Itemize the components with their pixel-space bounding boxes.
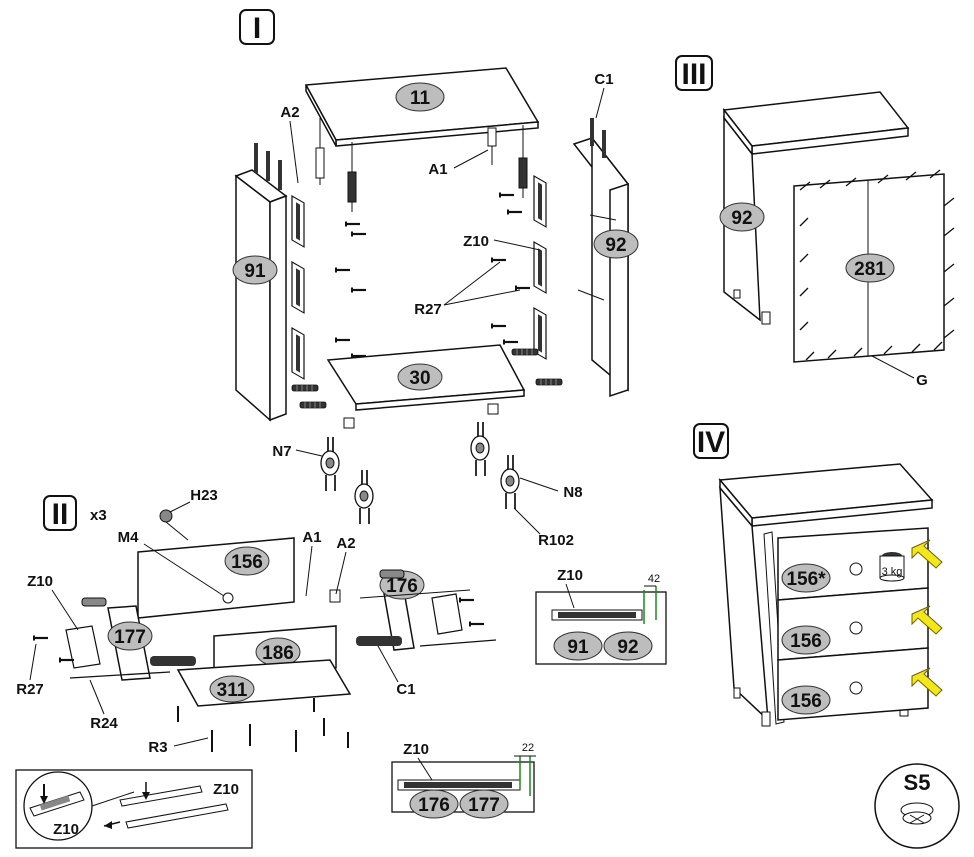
part-label-side-right-step-three: 92 [731, 208, 752, 229]
dimension-42: 42 [648, 573, 660, 585]
label-z10-detail-22: Z10 [403, 741, 429, 758]
bottom-panel: 30 [326, 344, 526, 429]
rail-detail-42: 42 Z10 91 92 [535, 567, 667, 665]
part-oval-92 [593, 229, 639, 259]
part-oval-91-detail [553, 631, 603, 661]
part-label-drawer-side-l-detail: 177 [468, 795, 500, 816]
part-label-drawer-bottom: 156 [790, 691, 822, 712]
step-four-box [693, 423, 729, 459]
part-oval-11 [395, 82, 445, 112]
castors-step-one [320, 421, 520, 525]
part-oval-156-star [781, 563, 831, 593]
part-label-back: 281 [854, 259, 886, 280]
label-r24: R24 [90, 715, 118, 732]
step-two: II x3 156 177 176 186 311 [16, 487, 497, 756]
step-three-label: III [681, 58, 706, 91]
part-label-side-left-detail: 91 [567, 637, 589, 658]
step-two-label: II [52, 498, 69, 531]
part-oval-177 [107, 621, 153, 651]
side-panel-left: 91 [232, 143, 368, 422]
nails-back-panel [799, 169, 955, 361]
step-two-count: x3 [90, 507, 107, 524]
step-four-label: IV [697, 426, 725, 459]
rail-detail-22: 22 Z10 176 177 [391, 741, 536, 819]
part-oval-91 [232, 255, 278, 285]
part-label-drawer-back: 156 [231, 552, 263, 573]
step-four: IV 156* 156 156 3 kg [693, 423, 943, 727]
part-oval-92-step-three [719, 202, 765, 232]
label-n8: N8 [563, 484, 582, 501]
step-three: III 92 281 G [675, 55, 955, 389]
part-oval-156-bottom [781, 685, 831, 715]
step-one: I 11 91 [232, 9, 639, 549]
label-a1-step-two: A1 [302, 529, 321, 546]
label-r3: R3 [148, 739, 167, 756]
label-c1-step-two: C1 [396, 681, 415, 698]
dimension-22: 22 [522, 742, 534, 754]
weight-icon: 3 kg [879, 552, 905, 582]
part-oval-177-detail [459, 789, 509, 819]
step-two-box [43, 495, 77, 531]
part-label-drawer-front-star: 156* [786, 569, 826, 590]
step-one-label: I [253, 12, 261, 45]
part-oval-92-detail [603, 631, 653, 661]
label-g: G [916, 372, 928, 389]
inset-rail-release: Z10 Z10 [15, 769, 253, 849]
step-three-box [675, 55, 713, 91]
s5-bumper-detail: S5 [874, 763, 960, 849]
label-z10-step-two: Z10 [27, 573, 53, 590]
label-z10-inset-b: Z10 [53, 821, 79, 838]
part-oval-176-detail [409, 789, 459, 819]
part-label-bottom: 30 [409, 368, 430, 389]
part-label-drawer-bottom: 186 [262, 643, 294, 664]
part-oval-311 [209, 675, 255, 703]
part-label-side-left: 91 [244, 261, 266, 282]
label-s5: S5 [904, 770, 931, 795]
label-n7: N7 [272, 443, 291, 460]
part-label-top: 11 [410, 88, 431, 109]
part-label-side-right: 92 [605, 235, 626, 256]
label-z10-inset-a: Z10 [213, 781, 239, 798]
part-label-side-right-detail: 92 [617, 637, 638, 658]
part-oval-156-step-two [224, 546, 270, 576]
label-r102: R102 [538, 532, 574, 549]
label-r27-step-two: R27 [16, 681, 44, 698]
label-c1-step-one: C1 [594, 71, 613, 88]
part-oval-156-middle [781, 625, 831, 655]
label-r27-step-one: R27 [414, 301, 442, 318]
label-a1-step-one: A1 [428, 161, 447, 178]
side-panel-right: 92 [490, 118, 639, 398]
label-a2-step-two: A2 [336, 535, 355, 552]
label-z10-detail-42: Z10 [557, 567, 583, 584]
part-label-drawer-side-r: 176 [386, 576, 418, 597]
step-one-box [239, 9, 275, 45]
part-label-drawer-middle: 156 [790, 631, 822, 652]
label-h23: H23 [190, 487, 218, 504]
weight-label: 3 kg [882, 566, 903, 578]
label-a2-step-one: A2 [280, 104, 299, 121]
drawer-back-panel [137, 537, 295, 619]
part-label-drawer-base: 311 [217, 680, 248, 701]
label-z10-step-one: Z10 [463, 233, 489, 250]
part-label-drawer-side-r-detail: 176 [418, 795, 450, 816]
part-oval-281 [845, 253, 895, 283]
part-label-drawer-side-l: 177 [114, 627, 146, 648]
top-panel: 11 [304, 67, 540, 212]
part-oval-30 [397, 363, 443, 391]
label-m4: M4 [118, 529, 139, 546]
screws-base [177, 698, 349, 752]
